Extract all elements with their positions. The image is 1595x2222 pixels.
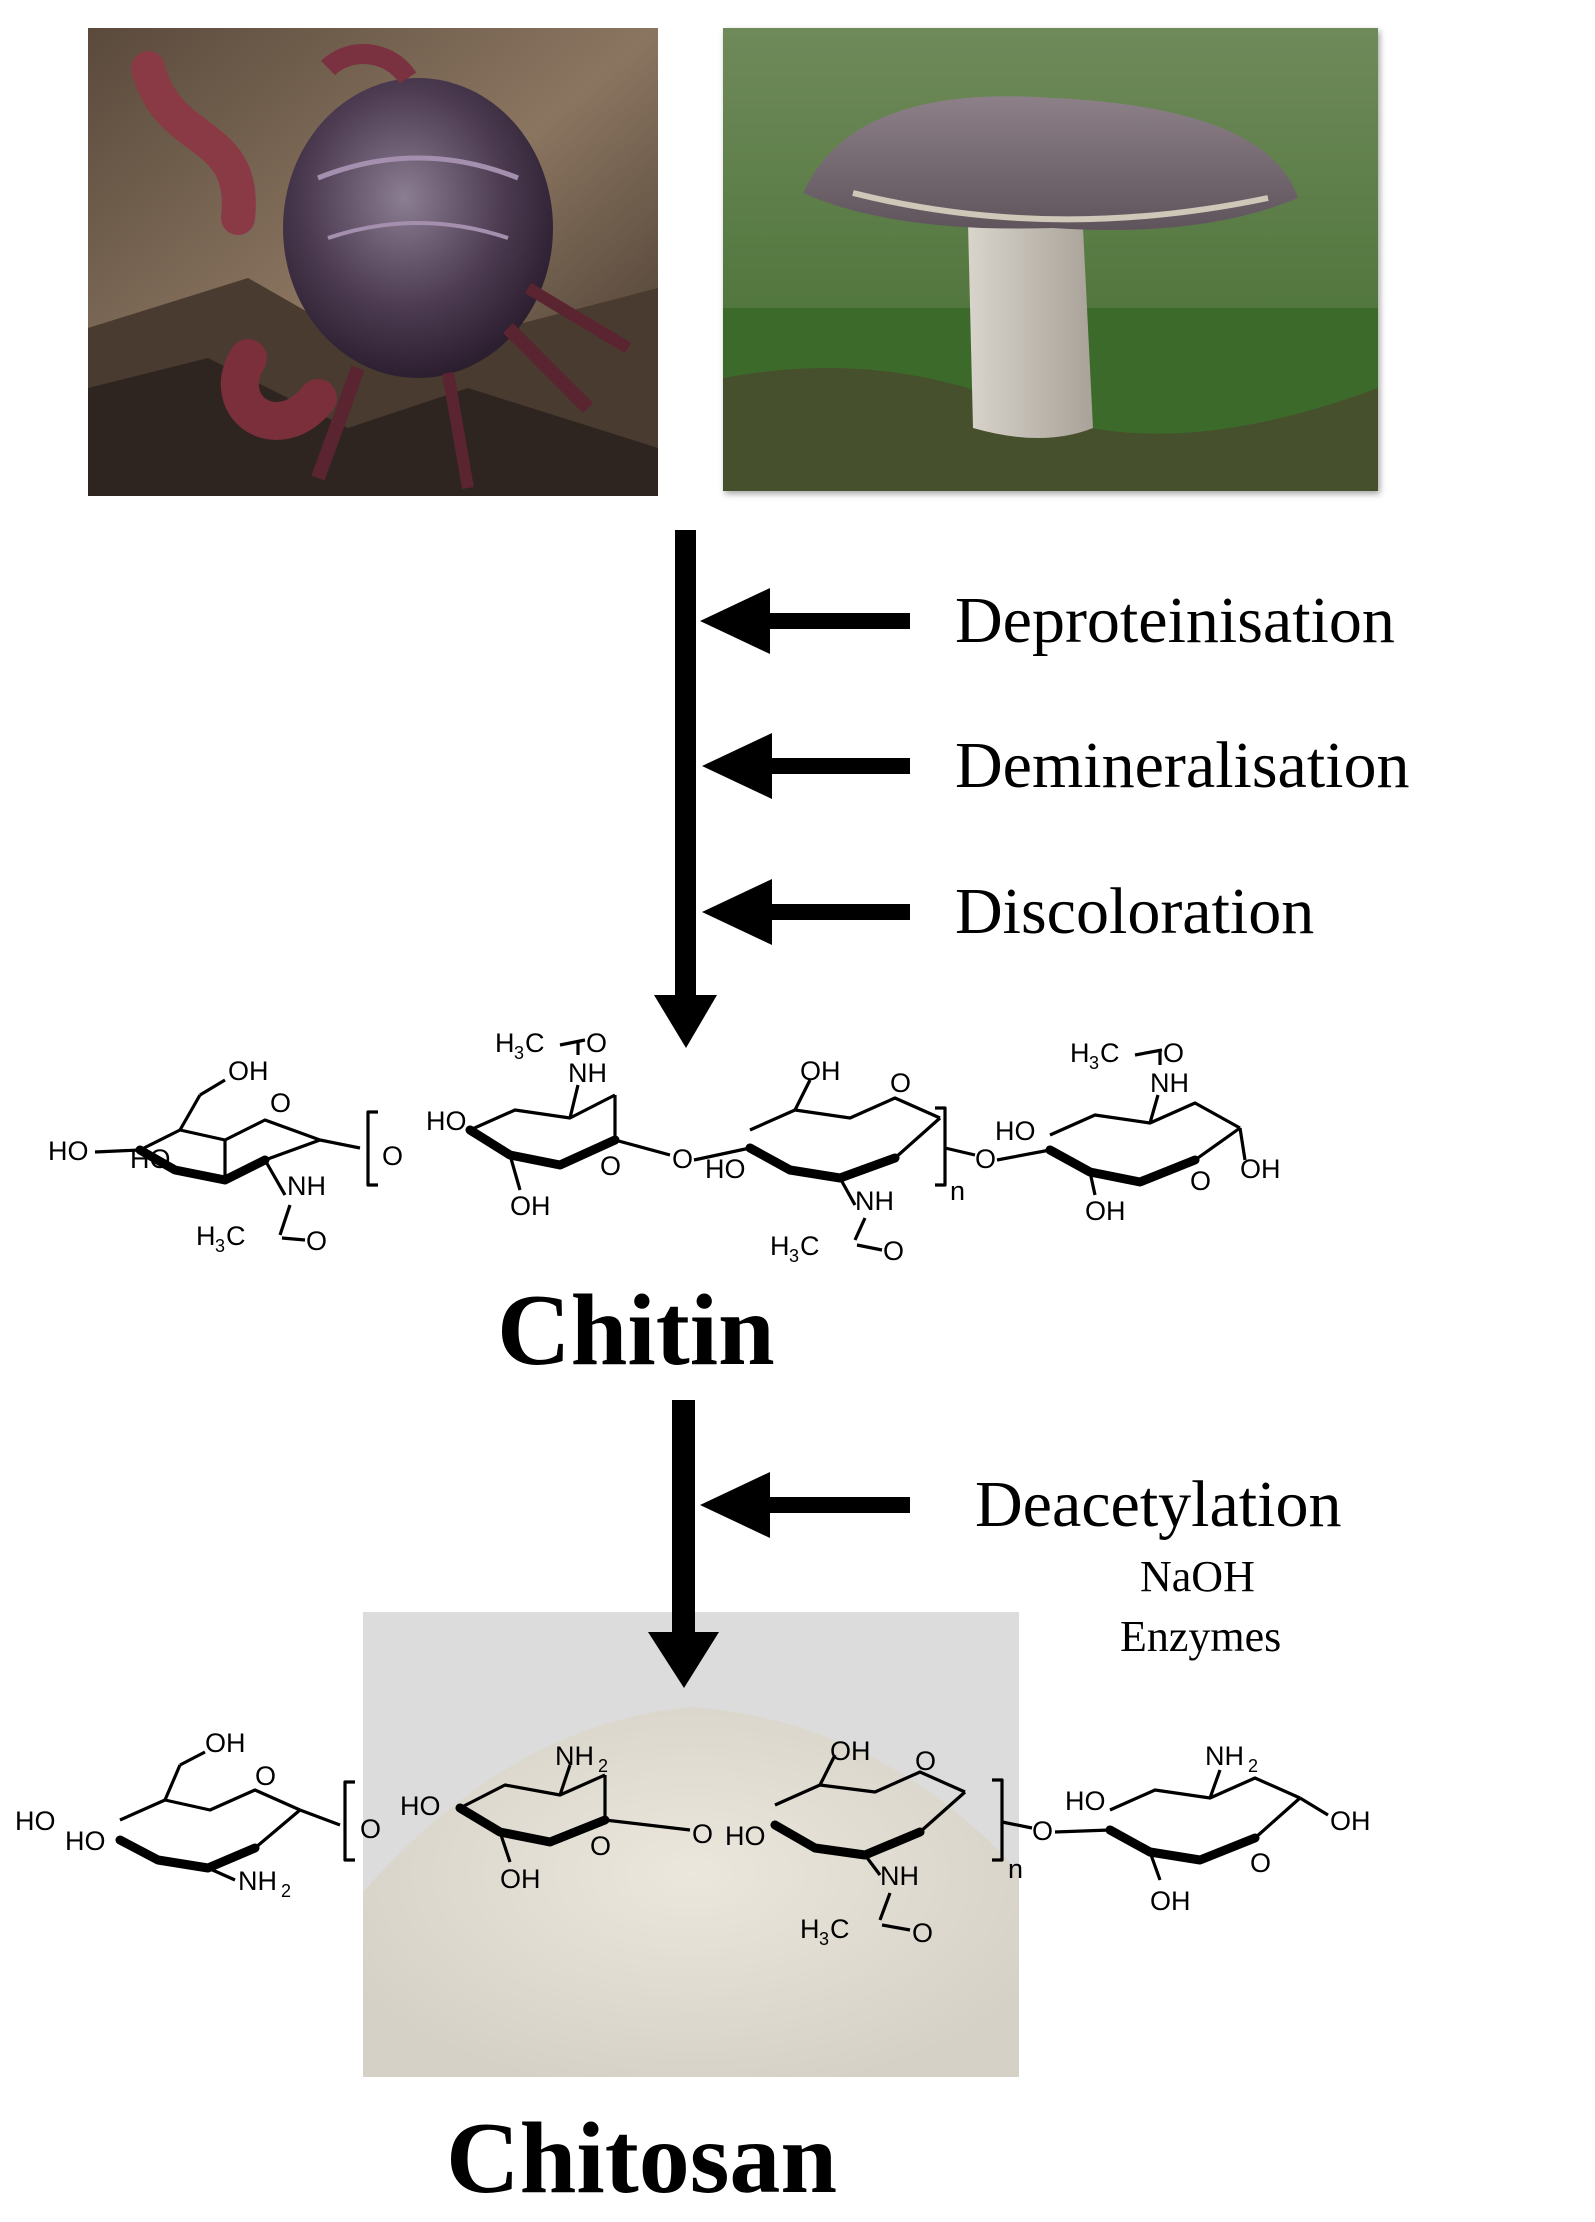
side-arrow-discoloration <box>702 879 910 945</box>
chitin-nh-label: NH <box>855 1186 894 1216</box>
chitin-glyco-o-label: O <box>975 1144 996 1174</box>
chitin-h-label: H <box>495 1028 515 1058</box>
side-arrow-demineralisation <box>702 733 910 799</box>
chitin-nh-label: NH <box>287 1171 326 1201</box>
chitosan-ho-label: HO <box>65 1826 106 1856</box>
chitin-oh-label: OH <box>510 1191 551 1221</box>
chitin-ho-label: HO <box>426 1106 467 1136</box>
chitin-oh-label: OH <box>1085 1196 1126 1226</box>
chitosan-glyco-o-label: O <box>1032 1816 1053 1846</box>
chitosan-ho-label: HO <box>15 1806 56 1836</box>
mushroom-photo <box>723 28 1378 491</box>
chitosan-oh-label: OH <box>1330 1806 1371 1836</box>
chitin-oh-label: OH <box>228 1056 269 1086</box>
chitin-c-label: C <box>800 1231 820 1261</box>
chitin-c-label: C <box>226 1221 246 1251</box>
chitin-sub3-label: 3 <box>514 1043 524 1063</box>
chitin-glyco-o-label: O <box>382 1141 403 1171</box>
chitosan-oh-label: OH <box>205 1728 246 1758</box>
chitin-o-label: O <box>1163 1038 1184 1068</box>
chitin-oh-label: OH <box>1240 1154 1281 1184</box>
chitosan-ring-o-label: O <box>255 1761 276 1791</box>
chitin-o-label: O <box>586 1028 607 1058</box>
chitin-ring-o-label: O <box>270 1088 291 1118</box>
chitin-n-label: n <box>950 1176 965 1206</box>
chitin-nh-label: NH <box>568 1058 607 1088</box>
chitosan-nh2-label: NH <box>1205 1741 1244 1771</box>
chitin-ring-o-label: O <box>600 1151 621 1181</box>
side-arrow-deacetylation <box>700 1472 910 1538</box>
agent-enzymes: Enzymes <box>1120 1612 1282 1661</box>
chitosan-nh2-label: NH <box>238 1866 277 1896</box>
chitin-c-label: C <box>1100 1038 1120 1068</box>
chitosan-oh-label: OH <box>1150 1886 1191 1916</box>
chitin-o-label: O <box>306 1226 327 1256</box>
chitin-c-label: C <box>525 1028 545 1058</box>
step-demineralisation: Demineralisation <box>955 729 1410 802</box>
step-discoloration: Discoloration <box>955 875 1315 948</box>
powder-photo <box>363 1612 1019 2077</box>
crab-illustration <box>88 28 658 496</box>
chitin-sub3-label: 3 <box>1089 1053 1099 1073</box>
chitin-oh-label: OH <box>800 1056 841 1086</box>
chitin-ho-label: HO <box>995 1116 1036 1146</box>
chitin-h-label: H <box>770 1231 790 1261</box>
chitin-structure: OH O HO HO NH H 3 C O O HO NH H 3 C O OH… <box>48 1028 1281 1266</box>
side-arrow-deproteinisation <box>700 588 910 654</box>
agent-naoh: NaOH <box>1140 1552 1255 1601</box>
chitin-ho-label: HO <box>130 1144 171 1174</box>
chitin-h-label: H <box>1070 1038 1090 1068</box>
chitosan-sub2-label: 2 <box>1248 1756 1258 1776</box>
chitosan-sub2-label: 2 <box>281 1881 291 1901</box>
step-deacetylation: Deacetylation <box>975 1468 1342 1541</box>
chitin-ring-o-label: O <box>890 1068 911 1098</box>
chitin-o-label: O <box>883 1236 904 1266</box>
powder-illustration <box>363 1612 1019 2077</box>
chitosan-ring-o-label: O <box>1250 1848 1271 1878</box>
product-chitin: Chitin <box>497 1274 775 1387</box>
mushroom-illustration <box>723 28 1378 491</box>
main-arrow-1 <box>654 530 717 1048</box>
chitin-ho-label: HO <box>705 1154 746 1184</box>
chitosan-ho-label: HO <box>1065 1786 1106 1816</box>
chitin-h-label: H <box>196 1221 216 1251</box>
product-chitosan: Chitosan <box>446 2102 838 2215</box>
chitin-sub3-label: 3 <box>215 1236 225 1256</box>
chitin-sub3-label: 3 <box>789 1246 799 1266</box>
chitin-ring-o-label: O <box>1190 1166 1211 1196</box>
crab-photo <box>88 28 658 496</box>
chitin-glyco-o-label: O <box>672 1144 693 1174</box>
chitin-ho-label: HO <box>48 1136 89 1166</box>
chitin-nh-label: NH <box>1150 1068 1189 1098</box>
step-deproteinisation: Deproteinisation <box>955 584 1395 657</box>
